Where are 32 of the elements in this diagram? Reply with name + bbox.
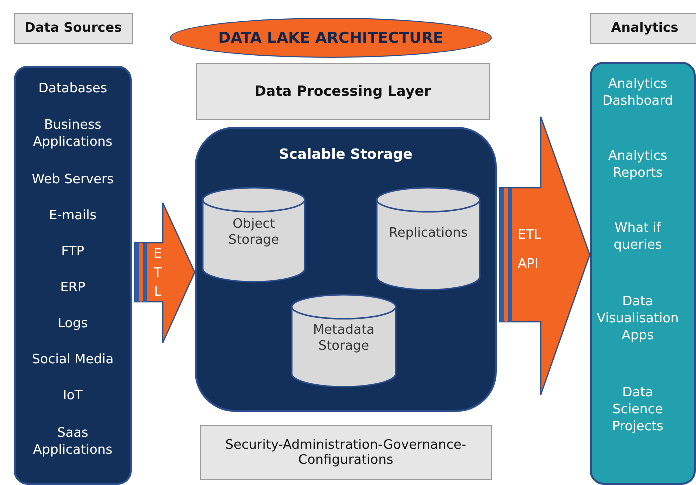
storage-panel: [195, 127, 497, 412]
list-item: Social Media: [31, 352, 115, 370]
list-item: IoT: [62, 388, 84, 406]
storage-cylinder: [291, 294, 397, 387]
list-item: Saas Applications: [32, 426, 114, 460]
list-item: Analytics Dashboard: [602, 77, 674, 111]
list-item: Data Visualisation Apps: [596, 294, 680, 346]
list-item: What if queries: [612, 221, 664, 255]
layer-box: Data Processing Layer: [196, 63, 490, 120]
header-box: Data Sources: [14, 13, 133, 44]
storage-cylinder: [202, 187, 306, 282]
cylinder-label: Metadata Storage: [312, 322, 376, 356]
panel-heading: Scalable Storage: [278, 147, 414, 163]
source-panel: [14, 66, 132, 485]
list-item: Data Science Projects: [611, 386, 665, 436]
cylinder-label: Object Storage: [228, 216, 280, 250]
list-item: Databases: [38, 82, 108, 98]
list-item: Analytics Reports: [607, 149, 669, 183]
list-item: ERP: [59, 280, 87, 298]
title-ellipse: DATA LAKE ARCHITECTURE: [170, 18, 492, 58]
storage-cylinder: [376, 187, 481, 290]
list-item: E-mails: [48, 208, 98, 226]
cylinder-label: Replications: [388, 225, 469, 242]
list-item: Business Applications: [32, 118, 114, 152]
layer-box: Security-Administration-Governance-Configurations: [200, 425, 492, 480]
list-item: Logs: [57, 316, 89, 334]
edge-label: ETL API: [518, 227, 542, 274]
edge-label: ETL: [153, 246, 163, 302]
list-item: Web Servers: [31, 172, 115, 190]
header-box: Analytics: [590, 13, 696, 44]
analytics-panel: [590, 62, 696, 485]
list-item: FTP: [60, 244, 86, 262]
